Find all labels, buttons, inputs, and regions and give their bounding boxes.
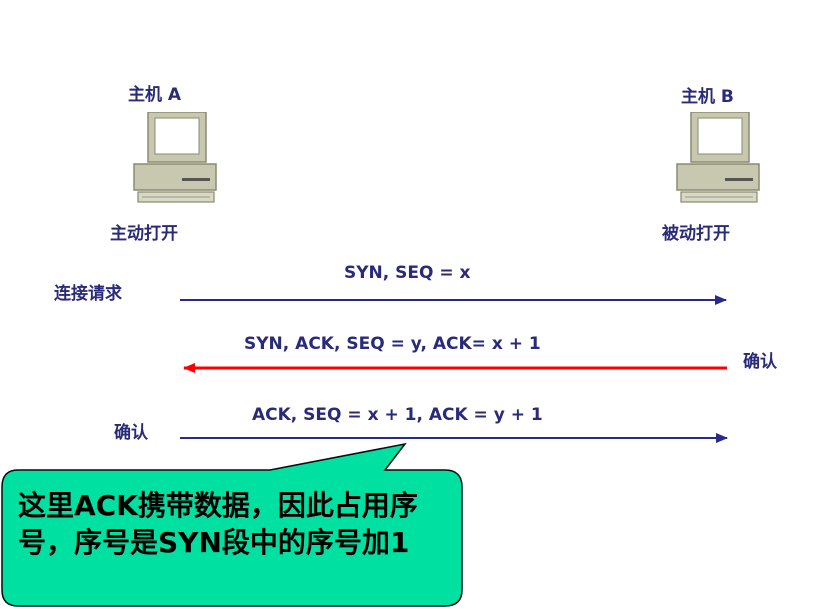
step-3-side-label: 确认 bbox=[114, 423, 148, 443]
host-a-state: 主动打开 bbox=[110, 224, 178, 244]
step-2-side-label: 确认 bbox=[743, 352, 777, 372]
step-2-message: SYN, ACK, SEQ = y, ACK= x + 1 bbox=[244, 334, 541, 354]
step-1-message: SYN, SEQ = x bbox=[344, 263, 471, 283]
host-b-name: 主机 B bbox=[681, 87, 734, 107]
callout-bubble bbox=[1, 442, 463, 607]
desktop-computer-icon bbox=[133, 112, 217, 203]
step-3-message: ACK, SEQ = x + 1, ACK = y + 1 bbox=[252, 405, 543, 425]
host-a-name: 主机 A bbox=[128, 85, 182, 105]
callout-note: 这里ACK携带数据，因此占用序号，序号是SYN段中的序号加1 bbox=[18, 489, 418, 559]
desktop-computer-icon bbox=[676, 112, 760, 203]
host-b-state: 被动打开 bbox=[662, 224, 730, 244]
step-1-side-label: 连接请求 bbox=[54, 284, 122, 304]
